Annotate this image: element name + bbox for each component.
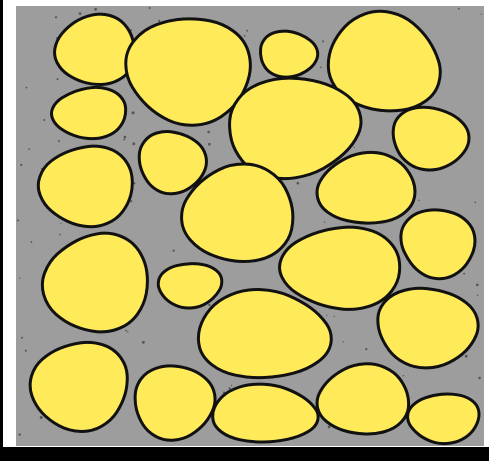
matrix-speck [124, 136, 127, 139]
matrix-speck [208, 143, 211, 146]
yellow-stone [260, 31, 317, 77]
matrix-speck [58, 140, 60, 142]
matrix-speck [326, 315, 327, 316]
matrix-speck [132, 142, 135, 145]
matrix-speck [132, 111, 135, 114]
matrix-speck [57, 78, 59, 80]
matrix-speck [60, 223, 61, 224]
matrix-speck [465, 355, 468, 358]
matrix-speck [94, 8, 97, 11]
matrix-speck [418, 200, 419, 201]
matrix-speck [59, 234, 61, 236]
matrix-speck [40, 416, 43, 419]
matrix-speck [28, 148, 30, 150]
matrix-speck [21, 337, 23, 339]
matrix-speck [463, 273, 465, 275]
matrix-speck [246, 30, 248, 32]
matrix-speck [478, 377, 481, 380]
matrix-speck [20, 164, 22, 166]
matrix-speck [142, 341, 145, 344]
matrix-speck [31, 241, 33, 243]
matrix-speck [244, 35, 246, 37]
matrix-speck [79, 12, 82, 15]
matrix-speck [403, 375, 404, 376]
matrix-speck [207, 131, 210, 134]
matrix-speck [476, 284, 479, 287]
matrix-speck [158, 20, 160, 22]
matrix-speck [55, 16, 57, 18]
matrix-speck [334, 316, 335, 317]
matrix-speck [320, 67, 322, 69]
matrix-speck [19, 433, 21, 435]
matrix-speck [475, 202, 477, 204]
yellow-stone [393, 107, 469, 170]
matrix-speck [125, 330, 127, 332]
matrix-speck [343, 341, 344, 342]
matrix-speck [322, 40, 324, 42]
matrix-speck [458, 8, 460, 10]
matrix-speck [324, 222, 325, 223]
matrix-speck [481, 14, 482, 15]
matrix-speck [173, 250, 175, 252]
matrix-speck [26, 87, 28, 89]
matrix-speck [208, 304, 210, 306]
matrix-speck [25, 350, 27, 352]
matrix-speck [231, 385, 232, 386]
matrix-speck [17, 219, 19, 221]
matrix-speck [354, 147, 355, 148]
matrix-speck [477, 295, 478, 296]
matrix-speck [127, 331, 128, 332]
matrix-speck [123, 139, 125, 141]
matrix-speck [43, 119, 45, 121]
matrix-speck [229, 387, 231, 389]
matrix-speck [365, 348, 367, 350]
matrix-speck [19, 277, 20, 278]
matrix-speck [149, 7, 151, 9]
matrix-speck [297, 182, 300, 185]
